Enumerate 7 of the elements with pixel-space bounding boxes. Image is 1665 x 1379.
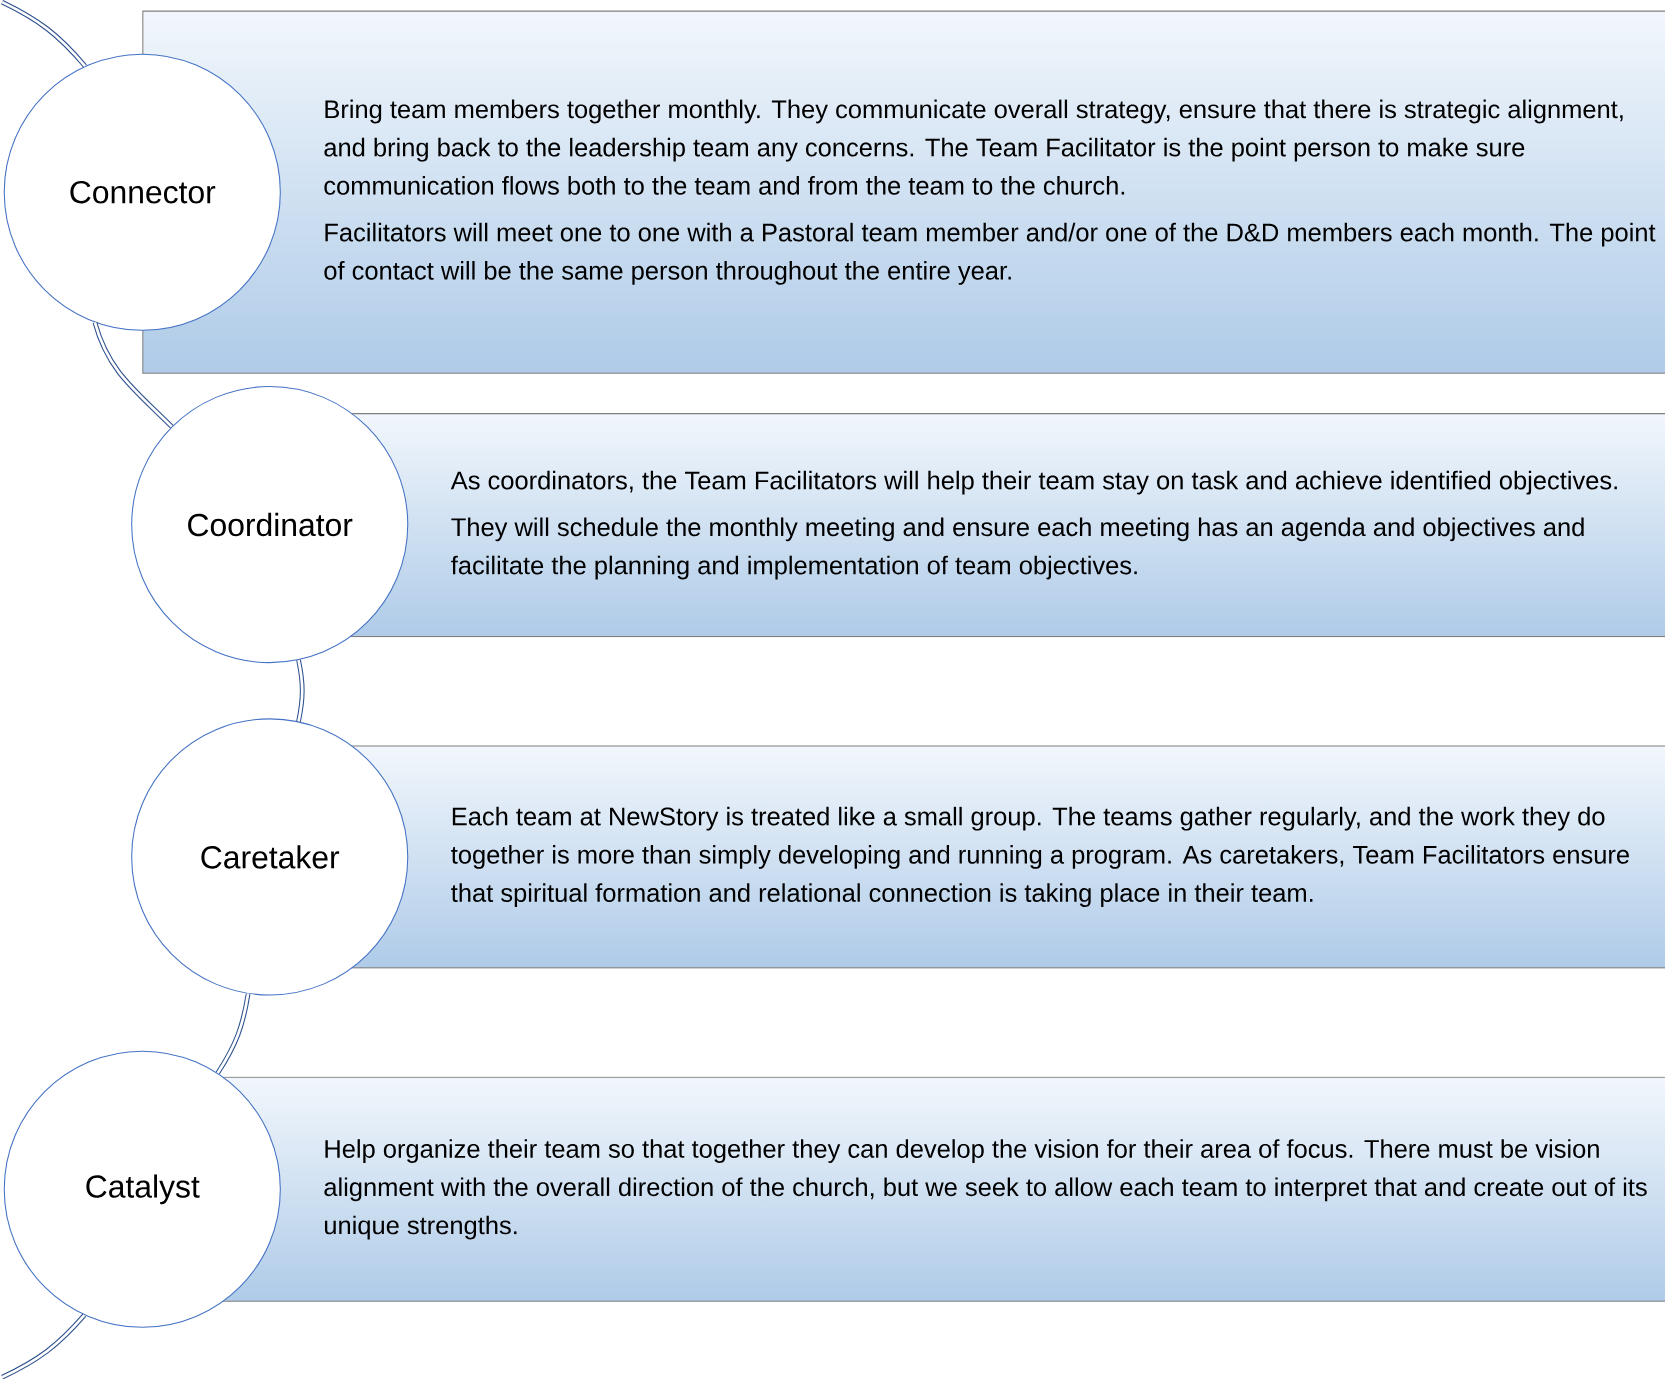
curved-line xyxy=(1,0,87,68)
curved-line xyxy=(296,659,305,722)
curved-line xyxy=(1,1313,87,1379)
curved-line xyxy=(92,321,174,429)
description-box: Each team at NewStory is treated like a small group. The teams gather regularly, and the work they do together is more than simply developing and running a program. As caretakers, Team Facilitators ensure that spiritual formation and relational connection is taking place in their team. xyxy=(350,745,1665,969)
curved-line xyxy=(215,993,251,1075)
description-box: Help organize their team so that together they can develop the vision for their area of focus. There must be vision alignment with the overall direction of the church, but we seek to allow each team to interpret that and create out of its unique strengths. xyxy=(223,1076,1665,1302)
